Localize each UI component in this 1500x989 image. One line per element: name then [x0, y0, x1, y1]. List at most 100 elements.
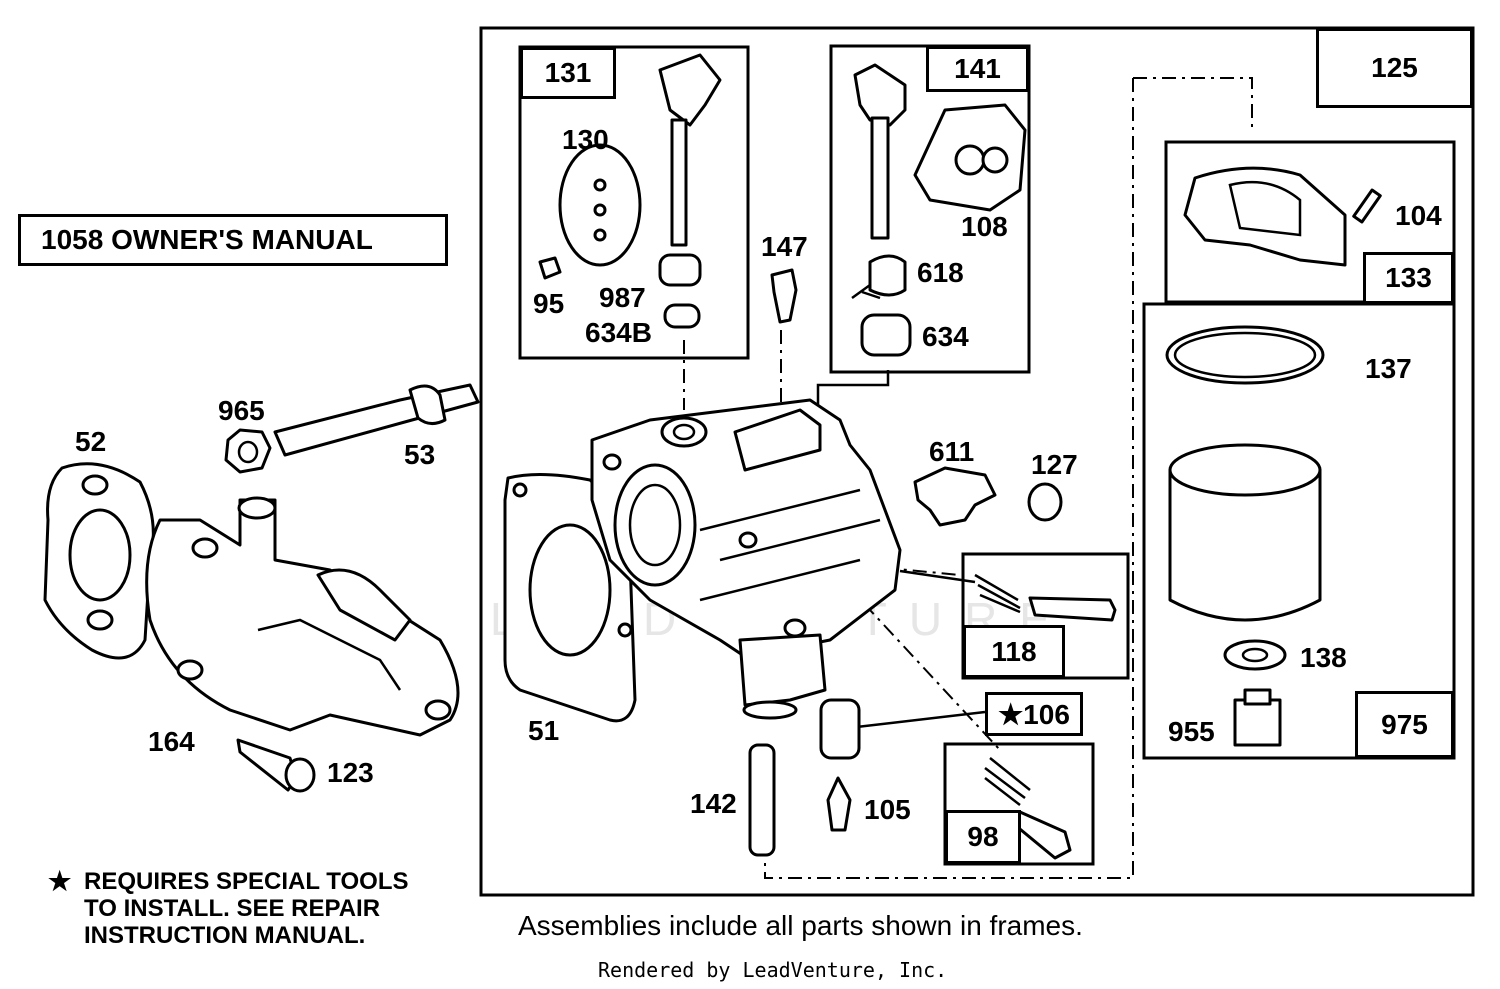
- callout-95: 95: [533, 288, 565, 319]
- guide-line: [764, 78, 1134, 879]
- bushing-634: [860, 313, 912, 357]
- throttle-lever: [658, 53, 722, 127]
- callout-123: 123: [327, 757, 374, 788]
- callout-147: 147: [761, 231, 808, 262]
- note-line-3: INSTRUCTION MANUAL.: [84, 922, 366, 949]
- gasket-hole: [512, 482, 528, 498]
- callout-987: 987: [599, 282, 646, 313]
- callout-618: 618: [917, 257, 964, 288]
- spring-98: [984, 757, 1031, 806]
- elbow-hole: [176, 659, 204, 681]
- frame-133: [1164, 140, 1456, 304]
- guide-line: [1133, 77, 1253, 130]
- inlet-seat-106: [819, 698, 861, 760]
- leader-line: [899, 569, 976, 584]
- frame-98: [943, 742, 1095, 866]
- frame-label-98: 98: [945, 810, 1021, 864]
- bowl-screw-955: [1233, 698, 1282, 747]
- callout-634b: 634B: [585, 317, 652, 348]
- nut-965: [224, 428, 272, 474]
- frame-label-106: ★106: [985, 692, 1083, 736]
- callout-142: 142: [690, 788, 737, 819]
- choke-plate-hole: [954, 144, 986, 176]
- gasket-hole: [617, 622, 633, 638]
- pin-104: [1352, 188, 1382, 224]
- throat-inner: [628, 483, 682, 567]
- screw-95: [538, 256, 562, 280]
- callout-127: 127: [1031, 449, 1078, 480]
- assemblies-caption: Assemblies include all parts shown in fr…: [518, 910, 1083, 941]
- throttle-shaft-131: [670, 118, 688, 247]
- frame-975: [1142, 302, 1456, 760]
- bowl-rim: [1168, 443, 1322, 497]
- frame-label-131: 131: [520, 47, 616, 99]
- carb-hole: [738, 531, 758, 549]
- frame-118: [961, 552, 1130, 680]
- guide-line: [854, 564, 961, 576]
- guide-line: [816, 370, 890, 420]
- frame-label-125: 125: [1316, 28, 1473, 108]
- main-assembly-frame: [479, 26, 1475, 897]
- fitting-611: [913, 466, 997, 527]
- note-line-1: REQUIRES SPECIAL TOOLS: [84, 868, 409, 895]
- callout-105: 105: [864, 794, 911, 825]
- float-cavity: [1228, 180, 1302, 237]
- spring-118: [974, 573, 1021, 614]
- callout-137: 137: [1365, 353, 1412, 384]
- spring-tail: [851, 283, 881, 300]
- spring-618: [868, 254, 907, 297]
- frame-131: [518, 45, 750, 360]
- screw-147: [770, 268, 798, 324]
- owners-manual-label: 1058 OWNER'S MANUAL: [18, 214, 448, 266]
- special-tools-note: ★ REQUIRES SPECIAL TOOLS TO INSTALL. SEE…: [48, 866, 409, 950]
- callout-104: 104: [1395, 200, 1442, 231]
- callout-634: 634: [922, 321, 969, 352]
- choke-shaft-141: [870, 116, 890, 240]
- star-icon: ★: [48, 866, 72, 896]
- stud-53: [273, 383, 480, 457]
- washer-138: [1223, 639, 1287, 671]
- elbow-hole: [424, 699, 452, 721]
- carburetor-body: [590, 398, 902, 662]
- frame-label-975: 975: [1355, 691, 1454, 758]
- carb-port-inner: [672, 423, 696, 441]
- elbow-detail: [257, 618, 402, 691]
- carb-port: [660, 416, 708, 448]
- callout-965: 965: [218, 395, 265, 426]
- frame-label-141: 141: [926, 46, 1029, 92]
- stud-collar: [408, 384, 447, 425]
- carb-boss: [783, 618, 807, 638]
- gasket-hole: [81, 474, 109, 496]
- leader-line: [847, 710, 986, 730]
- callout-130: 130: [562, 124, 609, 155]
- carb-bowl-neck: [738, 633, 827, 707]
- elbow-tube-top: [237, 496, 277, 520]
- callout-955: 955: [1168, 716, 1215, 747]
- welch-plug-127: [1027, 482, 1063, 522]
- gasket-inner: [1173, 331, 1317, 379]
- frame-label-118: 118: [963, 625, 1065, 678]
- callout-53: 53: [404, 439, 436, 470]
- intake-elbow-164: [145, 498, 460, 737]
- carb-bowl-base: [742, 700, 798, 720]
- callout-52: 52: [75, 426, 107, 457]
- choke-lever: [853, 63, 907, 127]
- bowl-screw-head: [1243, 688, 1272, 706]
- gasket-137: [1165, 325, 1325, 385]
- gasket-hole: [86, 609, 114, 631]
- carburetor-throat: [613, 463, 697, 587]
- choke-plate-hole: [981, 146, 1009, 174]
- float-133: [1183, 166, 1347, 267]
- tube-142: [748, 743, 776, 857]
- callout-51: 51: [528, 715, 560, 746]
- note-line-2: TO INSTALL. SEE REPAIR: [84, 895, 381, 922]
- callout-108: 108: [961, 211, 1008, 242]
- callout-164: 164: [148, 726, 195, 757]
- elbow-hole: [191, 537, 219, 559]
- plate-hole: [593, 203, 607, 217]
- elbow-flange: [316, 568, 412, 642]
- callout-138: 138: [1300, 642, 1347, 673]
- rendered-by-credit: Rendered by LeadVenture, Inc.: [598, 958, 948, 982]
- needle-105: [826, 776, 852, 832]
